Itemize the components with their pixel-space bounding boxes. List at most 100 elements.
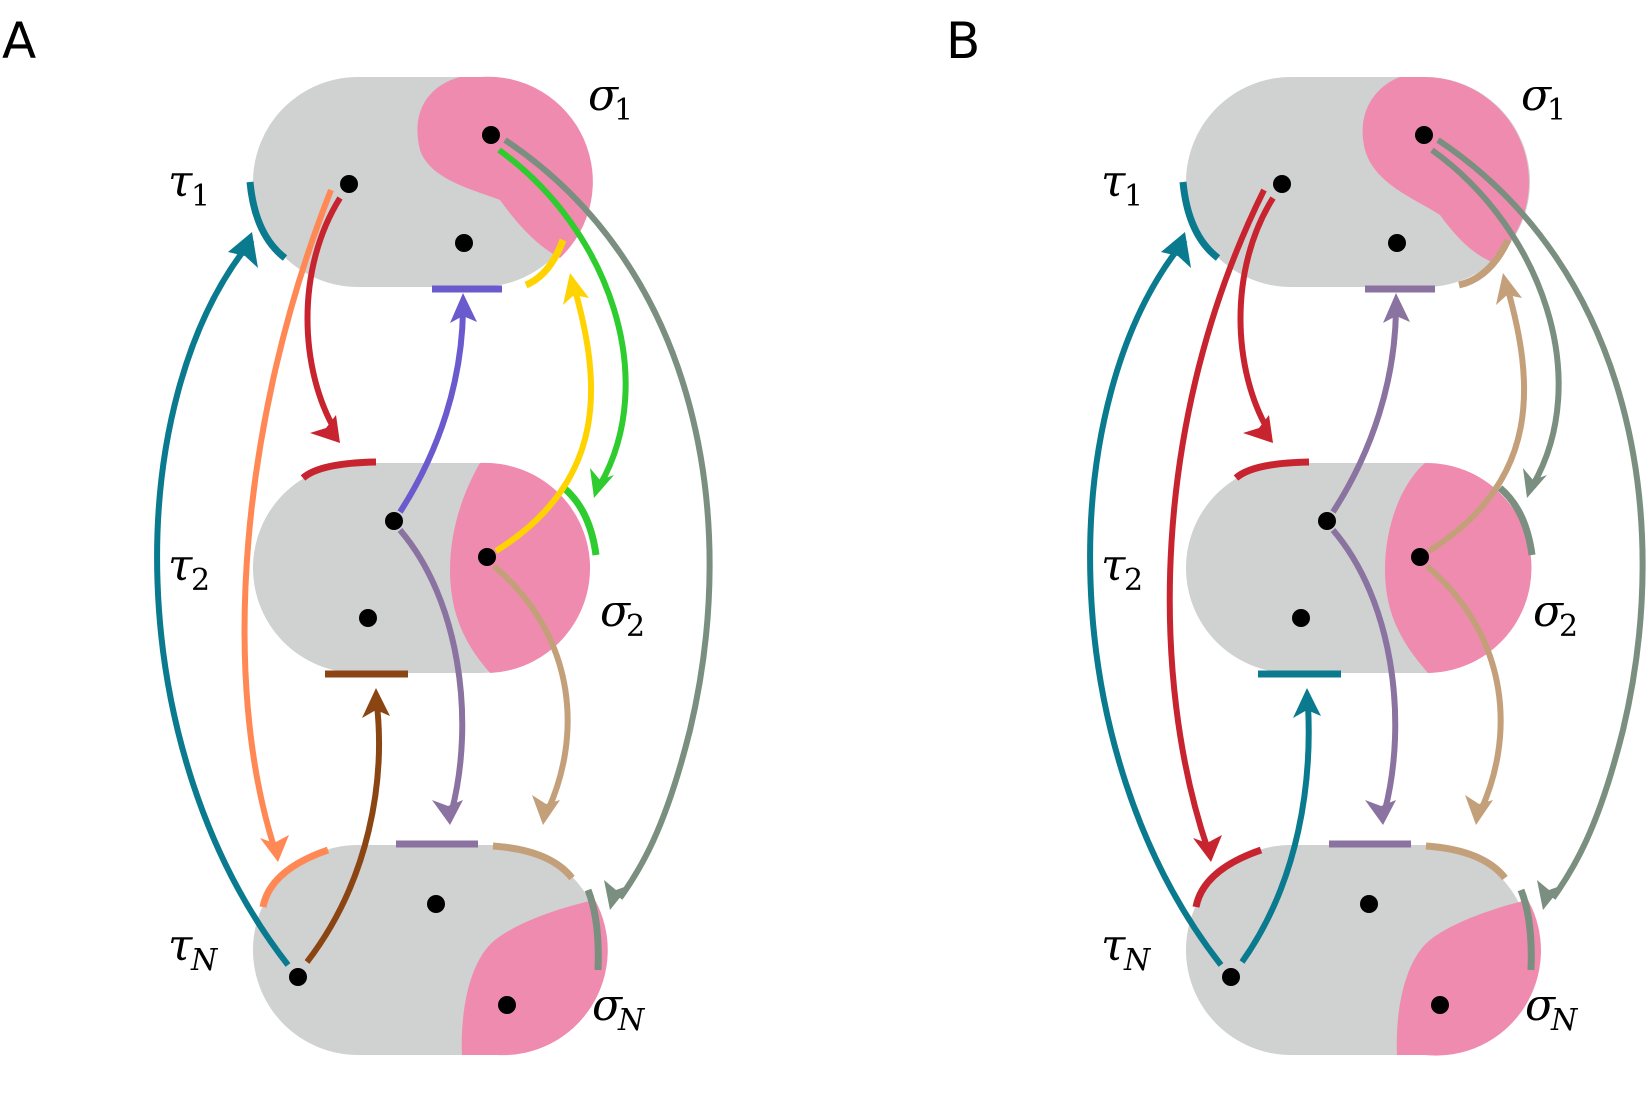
- target-bar: [1233, 458, 1310, 481]
- node-dot: [482, 126, 500, 144]
- capsule-1: [1186, 77, 1530, 287]
- sigma-region: [417, 76, 593, 258]
- svg-text:N: N: [190, 943, 219, 978]
- arrowhead: [590, 468, 614, 498]
- edge-grey-green-long: [1436, 137, 1646, 900]
- svg-text:τ: τ: [1101, 540, 1126, 591]
- svg-text:τ: τ: [168, 156, 193, 207]
- node-dot: [1360, 895, 1378, 913]
- target-bar: [1497, 485, 1536, 556]
- edge-tan-up: [1427, 289, 1528, 554]
- target-bar: [1179, 181, 1221, 261]
- capsule-n: [253, 845, 608, 1056]
- node-dot: [1292, 609, 1310, 627]
- capsule-2: [253, 462, 591, 673]
- arrowhead: [1243, 415, 1273, 443]
- target-bar: [1425, 842, 1508, 881]
- edge-grey-green: [503, 137, 713, 900]
- arrowhead: [604, 880, 630, 910]
- edge-tan: [1425, 563, 1504, 812]
- arrowhead: [1523, 468, 1547, 498]
- svg-text:2: 2: [626, 609, 645, 644]
- panel-b-letter: B: [946, 12, 980, 70]
- svg-text:1: 1: [614, 93, 633, 128]
- capsule-1: [253, 76, 593, 287]
- target-bar: [561, 485, 600, 556]
- arrowhead: [1496, 273, 1522, 305]
- target-bar: [1192, 846, 1263, 908]
- edge-purple: [397, 528, 466, 811]
- arrowhead: [228, 232, 258, 268]
- label-sigma-2: σ 2: [1533, 586, 1578, 644]
- arrowhead: [1365, 800, 1396, 825]
- arrowhead: [1293, 688, 1321, 718]
- edge-blue: [397, 309, 466, 514]
- node-dot: [1222, 968, 1240, 986]
- target-bar: [1517, 888, 1535, 971]
- sigma-region: [1396, 900, 1541, 1056]
- edge-brown: [304, 704, 382, 964]
- arrowhead: [362, 688, 390, 718]
- label-tau-n: τ N: [1101, 920, 1152, 978]
- panel-a-letter: A: [2, 12, 36, 70]
- svg-text:N: N: [1123, 943, 1152, 978]
- node-dot: [478, 548, 496, 566]
- target-bar: [246, 181, 288, 261]
- node-dot: [340, 175, 358, 193]
- label-tau-1: τ 1: [1101, 156, 1143, 214]
- svg-text:σ: σ: [588, 70, 620, 121]
- edge-yellow: [494, 289, 595, 554]
- label-tau-2: τ 2: [1101, 540, 1143, 598]
- edge-teal: [1087, 238, 1224, 967]
- svg-text:σ: σ: [600, 586, 632, 637]
- svg-text:1: 1: [1547, 93, 1566, 128]
- edge-purple-up: [1330, 309, 1399, 514]
- edge-orange: [241, 188, 334, 851]
- node-dot: [498, 996, 516, 1014]
- label-sigma-n: σ N: [1525, 980, 1579, 1038]
- node-dot: [1415, 126, 1433, 144]
- svg-text:τ: τ: [1101, 920, 1126, 971]
- panel-a: A: [2, 12, 713, 1056]
- svg-text:1: 1: [191, 179, 210, 214]
- arrowhead: [310, 415, 340, 443]
- label-sigma-n: σ N: [592, 980, 646, 1038]
- node-dot: [1318, 512, 1336, 530]
- svg-text:σ: σ: [592, 980, 624, 1031]
- svg-text:2: 2: [191, 563, 210, 598]
- sigma-region: [450, 462, 591, 673]
- target-bar: [259, 846, 330, 908]
- node-dot: [1411, 548, 1429, 566]
- arrowhead: [1193, 835, 1222, 862]
- svg-text:N: N: [617, 1003, 646, 1038]
- edge-red-long: [1166, 188, 1267, 851]
- arrowhead: [260, 835, 289, 862]
- svg-text:σ: σ: [1533, 586, 1565, 637]
- svg-text:τ: τ: [168, 540, 193, 591]
- edge-purple: [1330, 528, 1399, 811]
- arrowhead: [432, 800, 463, 825]
- arrowhead: [563, 273, 589, 305]
- edge-tan: [492, 563, 571, 812]
- edge-teal-2: [1239, 704, 1312, 964]
- panel-b: B: [946, 12, 1646, 1056]
- target-bar: [584, 888, 602, 971]
- svg-text:2: 2: [1559, 609, 1578, 644]
- edge-red: [304, 196, 343, 432]
- node-dot: [1273, 175, 1291, 193]
- node-dot: [289, 968, 307, 986]
- label-sigma-1: σ 1: [1521, 70, 1566, 128]
- target-bar: [492, 842, 575, 881]
- svg-text:σ: σ: [1525, 980, 1557, 1031]
- arrowhead: [532, 795, 560, 825]
- node-dot: [427, 895, 445, 913]
- arrowhead: [450, 293, 477, 323]
- svg-text:τ: τ: [168, 920, 193, 971]
- arrowhead: [1465, 795, 1493, 825]
- label-tau-2: τ 2: [168, 540, 210, 598]
- sigma-region: [1362, 77, 1529, 262]
- label-sigma-2: σ 2: [600, 586, 645, 644]
- arrowhead: [1537, 880, 1563, 910]
- label-tau-1: τ 1: [168, 156, 210, 214]
